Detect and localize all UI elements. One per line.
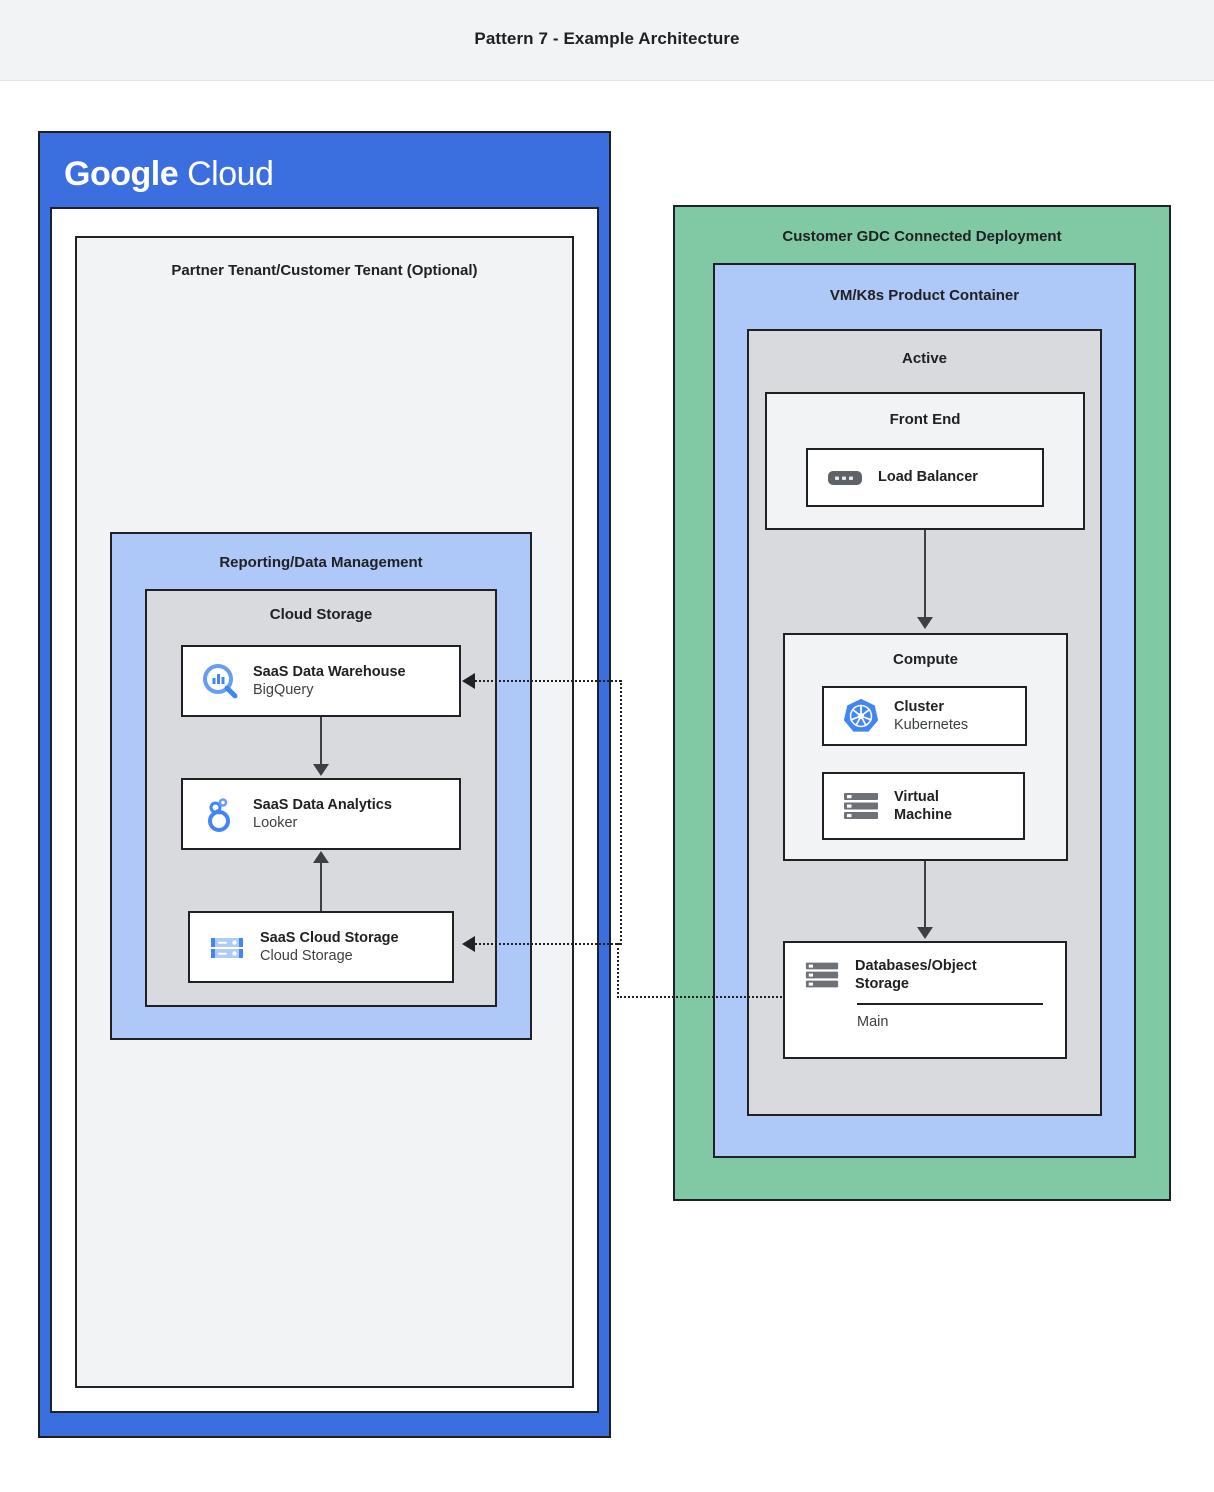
card-virtual-machine[interactable]: Virtual Machine: [822, 772, 1025, 840]
card-title: SaaS Data Analytics: [253, 796, 392, 813]
card-title: SaaS Data Warehouse: [253, 663, 406, 680]
card-text: Virtual Machine: [894, 788, 952, 824]
bigquery-icon: [197, 661, 243, 701]
database-icon: [799, 959, 845, 991]
database-card-subtitle: Main: [857, 1014, 889, 1031]
card-title: Virtual: [894, 788, 939, 805]
partner-tenant-title: Partner Tenant/Customer Tenant (Optional…: [171, 262, 478, 279]
google-cloud-logo-cloud: Cloud: [187, 155, 274, 193]
card-subtitle: Kubernetes: [894, 716, 969, 733]
card-title: Databases/Object: [855, 958, 977, 974]
looker-icon: [197, 794, 243, 834]
card-saas-cloud-storage[interactable]: SaaS Cloud Storage Cloud Storage: [188, 911, 454, 983]
cloud-storage-icon: [204, 927, 250, 967]
card-subtitle: Cloud Storage: [260, 947, 353, 964]
database-card-header: Databases/Object Storage: [785, 943, 1065, 993]
card-text: Cluster Kubernetes: [894, 698, 968, 735]
card-load-balancer[interactable]: Load Balancer: [806, 448, 1044, 507]
card-subtitle: BigQuery: [253, 681, 314, 698]
load-balancer-icon: [822, 466, 868, 490]
card-text: Load Balancer: [878, 468, 978, 486]
customer-gdc-deployment-title: Customer GDC Connected Deployment: [782, 228, 1062, 245]
card-title: Cluster: [894, 698, 944, 715]
card-databases-object-storage[interactable]: Databases/Object Storage Main: [783, 941, 1067, 1059]
active-title: Active: [901, 350, 948, 367]
page-title: Pattern 7 - Example Architecture: [474, 29, 740, 48]
card-text: SaaS Data Warehouse BigQuery: [253, 663, 406, 700]
card-text: SaaS Cloud Storage Cloud Storage: [260, 929, 399, 966]
compute-title: Compute: [893, 651, 958, 668]
database-card-divider: [857, 1003, 1043, 1006]
google-cloud-logo-google: Google: [64, 155, 179, 193]
card-text: SaaS Data Analytics Looker: [253, 796, 392, 833]
card-title: SaaS Cloud Storage: [260, 929, 399, 946]
reporting-data-management-title: Reporting/Data Management: [219, 554, 423, 571]
card-title-line2: Machine: [894, 807, 953, 823]
cloud-storage-group-title: Cloud Storage: [269, 606, 373, 623]
card-title-line2: Storage: [855, 976, 909, 993]
card-title: Load Balancer: [878, 469, 978, 486]
header-band: [0, 0, 1214, 81]
card-subtitle: Looker: [253, 814, 298, 831]
kubernetes-icon: [838, 697, 884, 735]
card-text: Databases/Object Storage: [855, 957, 977, 993]
front-end-title: Front End: [889, 411, 961, 428]
vm-k8s-product-container-title: VM/K8s Product Container: [829, 287, 1020, 304]
card-saas-data-warehouse[interactable]: SaaS Data Warehouse BigQuery: [181, 645, 461, 717]
card-cluster[interactable]: Cluster Kubernetes: [822, 686, 1027, 746]
virtual-machine-icon: [838, 790, 884, 822]
card-saas-data-analytics[interactable]: SaaS Data Analytics Looker: [181, 778, 461, 850]
